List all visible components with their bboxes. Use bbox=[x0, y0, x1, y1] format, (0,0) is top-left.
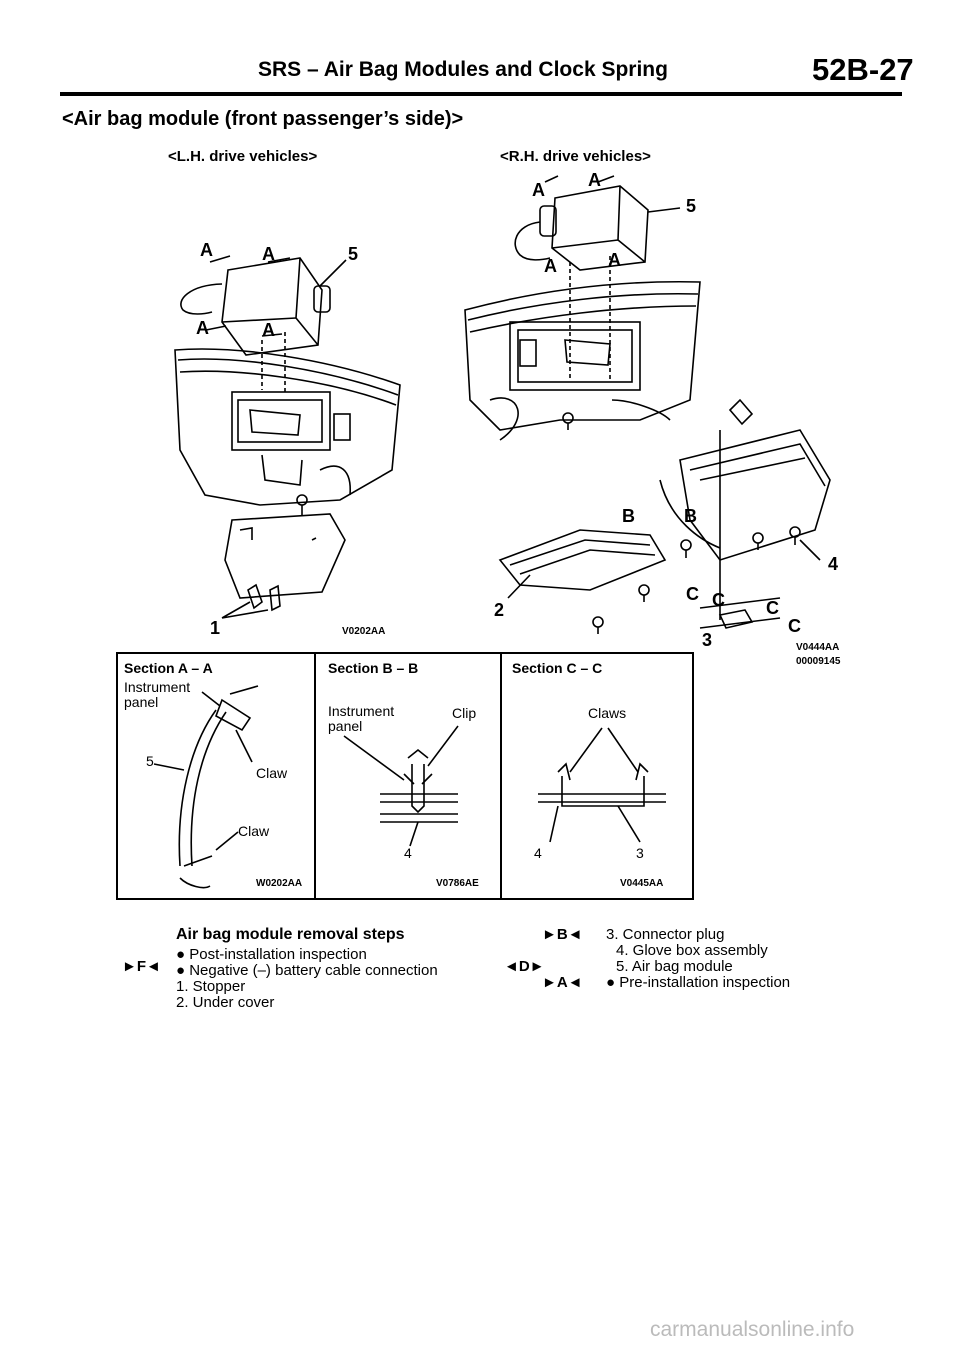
lh-subtitle: <L.H. drive vehicles> bbox=[168, 148, 318, 165]
section-aa-claw-2: Claw bbox=[238, 823, 270, 839]
rh-callout-c-1: C bbox=[686, 584, 699, 604]
rh-callout-3: 3 bbox=[702, 630, 713, 650]
section-views-box: Section A – A Instrument panel 5 Claw Cl… bbox=[116, 652, 694, 900]
section-cc-num-4: 4 bbox=[534, 845, 542, 861]
section-divider-1 bbox=[314, 654, 316, 898]
lh-callout-a-4: A bbox=[262, 320, 275, 340]
lh-callout-a-1: A bbox=[200, 240, 213, 260]
section-aa-code: W0202AA bbox=[256, 878, 303, 889]
section-bb-code: V0786AE bbox=[436, 878, 479, 889]
rh-callout-b-1: B bbox=[622, 506, 635, 526]
lh-callout-a-3: A bbox=[196, 318, 209, 338]
section-aa-drawing bbox=[153, 685, 259, 889]
section-bb-drawing bbox=[343, 725, 459, 847]
step-left-1: ● Post-installation inspection bbox=[176, 946, 367, 963]
lh-diagram-code: V0202AA bbox=[342, 626, 386, 637]
step-mark-b: ►B◄ bbox=[542, 926, 583, 943]
header-title: SRS – Air Bag Modules and Clock Spring bbox=[258, 58, 668, 81]
rh-callout-c-4: C bbox=[788, 616, 801, 636]
lh-callout-5: 5 bbox=[348, 244, 359, 264]
rh-subtitle: <R.H. drive vehicles> bbox=[500, 148, 651, 165]
section-cc-code: V0445AA bbox=[620, 878, 664, 889]
section-bb-num-4: 4 bbox=[404, 845, 412, 861]
rh-callout-a-3: A bbox=[544, 256, 557, 276]
section-title: <Air bag module (front passenger’s side)… bbox=[62, 108, 464, 130]
rh-callout-5: 5 bbox=[686, 196, 697, 216]
section-cc-claws-label: Claws bbox=[588, 705, 627, 721]
section-aa-title: Section A – A bbox=[124, 660, 213, 676]
section-cc-drawing bbox=[538, 727, 666, 843]
header-rule bbox=[60, 92, 902, 96]
section-cc-title: Section C – C bbox=[512, 660, 603, 676]
lh-callout-a-2: A bbox=[262, 244, 275, 264]
step-left-3: 1. Stopper bbox=[176, 978, 246, 995]
section-aa-num-5: 5 bbox=[146, 753, 154, 769]
section-divider-2 bbox=[500, 654, 502, 898]
lh-callout-1: 1 bbox=[210, 618, 221, 638]
rh-callout-a-2: A bbox=[588, 170, 601, 190]
section-cc-num-3: 3 bbox=[636, 845, 644, 861]
rh-callout-a-4: A bbox=[608, 250, 621, 270]
rh-callout-b-2: B bbox=[684, 506, 697, 526]
rh-callout-c-3: C bbox=[766, 598, 779, 618]
removal-steps-title: Air bag module removal steps bbox=[176, 926, 405, 943]
section-bb-title: Section B – B bbox=[328, 660, 419, 676]
step-mark-f: ►F◄ bbox=[122, 958, 161, 975]
rh-callout-c-2: C bbox=[712, 590, 725, 610]
step-right-2: 4. Glove box assembly bbox=[616, 942, 768, 959]
step-mark-d: ◄D► bbox=[504, 958, 545, 975]
section-aa-panel-label: Instrument panel bbox=[124, 679, 191, 710]
step-right-1: 3. Connector plug bbox=[606, 926, 725, 943]
rh-diagram-code-2: 00009145 bbox=[796, 656, 841, 667]
section-aa-claw-1: Claw bbox=[256, 765, 288, 781]
section-bb-panel-label: Instrument panel bbox=[328, 703, 395, 734]
footer-watermark: carmanualsonline.info bbox=[650, 1318, 855, 1341]
step-left-4: 2. Under cover bbox=[176, 994, 275, 1011]
section-bb-clip-label: Clip bbox=[452, 705, 477, 721]
rh-callout-a-1: A bbox=[532, 180, 545, 200]
step-left-2: ● Negative (–) battery cable connection bbox=[176, 962, 438, 979]
rh-callout-4: 4 bbox=[828, 554, 839, 574]
step-right-3: 5. Air bag module bbox=[616, 958, 733, 975]
rh-callout-2: 2 bbox=[494, 600, 505, 620]
page-number: 52B-27 bbox=[812, 52, 914, 87]
step-right-4: ● Pre-installation inspection bbox=[606, 974, 791, 991]
step-mark-a: ►A◄ bbox=[542, 974, 583, 991]
rh-diagram-code: V0444AA bbox=[796, 642, 840, 653]
